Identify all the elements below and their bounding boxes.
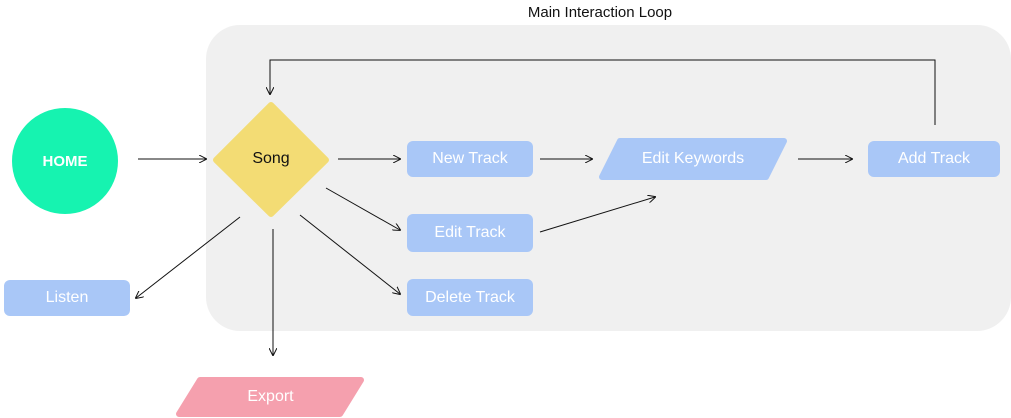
add-track-node[interactable]: Add Track <box>868 141 1000 177</box>
edit-track-node[interactable]: Edit Track <box>407 214 533 252</box>
arrow-edit-track-to-edit-keywords <box>539 197 655 233</box>
export-shape[interactable] <box>176 377 364 417</box>
loop-title: Main Interaction Loop <box>527 4 673 21</box>
listen-node[interactable]: Listen <box>4 280 130 316</box>
connectors <box>136 59 936 355</box>
arrow-song-to-delete-track <box>299 214 400 294</box>
song-diamond-shape[interactable] <box>213 102 329 217</box>
arrow-song-to-edit-track <box>325 187 400 230</box>
export-node-label: Export <box>247 388 294 405</box>
new-track-node[interactable]: New Track <box>407 141 533 177</box>
delete-track-node[interactable]: Delete Track <box>407 279 533 316</box>
arrow-song-to-listen <box>136 216 241 298</box>
arrow-add-track-loop-back <box>270 59 936 125</box>
edit-keywords-shape[interactable] <box>599 138 787 180</box>
song-node-label: Song <box>252 150 290 167</box>
edit-keywords-node-label: Edit Keywords <box>641 150 745 167</box>
home-node[interactable]: HOME <box>12 108 118 214</box>
